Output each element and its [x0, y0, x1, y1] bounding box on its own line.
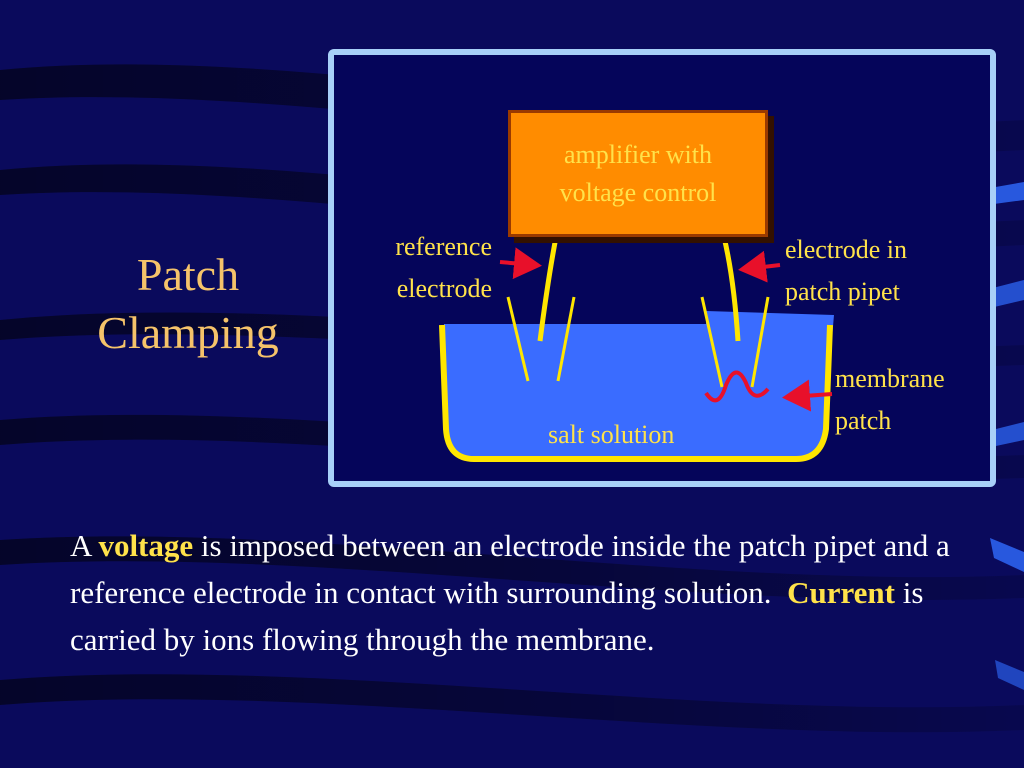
reference-electrode-wire [537, 236, 559, 342]
membrane-patch-label: membrane patch [835, 358, 945, 442]
body-paragraph: A voltage is imposed between an electrod… [70, 522, 970, 663]
reference-electrode-label-line1: reference [395, 232, 492, 261]
right-pipet-wall [750, 296, 770, 388]
membrane-patch-label-line1: membrane [835, 364, 945, 393]
salt-solution-fill [444, 311, 834, 457]
amplifier-label-line1: amplifier with [563, 139, 712, 169]
amplifier-label-line2: voltage control [559, 177, 717, 207]
pipet-electrode-label-line2: patch pipet [785, 277, 900, 306]
body-text-part1: A [70, 528, 99, 563]
slide-title-line1: Patch [136, 249, 240, 300]
body-text-part2: is imposed between an electrode inside t… [70, 528, 958, 610]
slide-title: Patch Clamping [48, 246, 328, 362]
salt-solution-label: salt solution [548, 420, 675, 449]
reference-electrode-label-line2: electrode [396, 274, 492, 303]
current-highlight: Current [787, 575, 895, 610]
pipet-electrode-label: electrode in patch pipet [785, 229, 907, 313]
reference-electrode-label: reference electrode [360, 226, 492, 310]
body-text-part3: is carried by ions flowing through the m… [70, 575, 924, 657]
left-pipet-wall [506, 296, 530, 382]
patch-clamp-diagram [439, 236, 834, 462]
voltage-highlight: voltage [98, 528, 194, 563]
membrane-patch-label-line2: patch [835, 406, 892, 435]
reference-electrode-arrow [499, 247, 542, 280]
patch-pipet-electrode-wire [721, 236, 741, 342]
beaker-outline [439, 324, 833, 462]
left-pipet-wall [556, 296, 576, 382]
slide-title-line2: Clamping [97, 307, 279, 358]
pipet-electrode-arrow [738, 250, 781, 283]
membrane-patch-arrow [782, 379, 833, 412]
pipet-electrode-label-line1: electrode in [785, 235, 907, 264]
membrane-patch-curve [704, 370, 770, 403]
right-pipet-wall [700, 296, 724, 388]
amplifier-box: amplifier with voltage control [508, 110, 768, 237]
